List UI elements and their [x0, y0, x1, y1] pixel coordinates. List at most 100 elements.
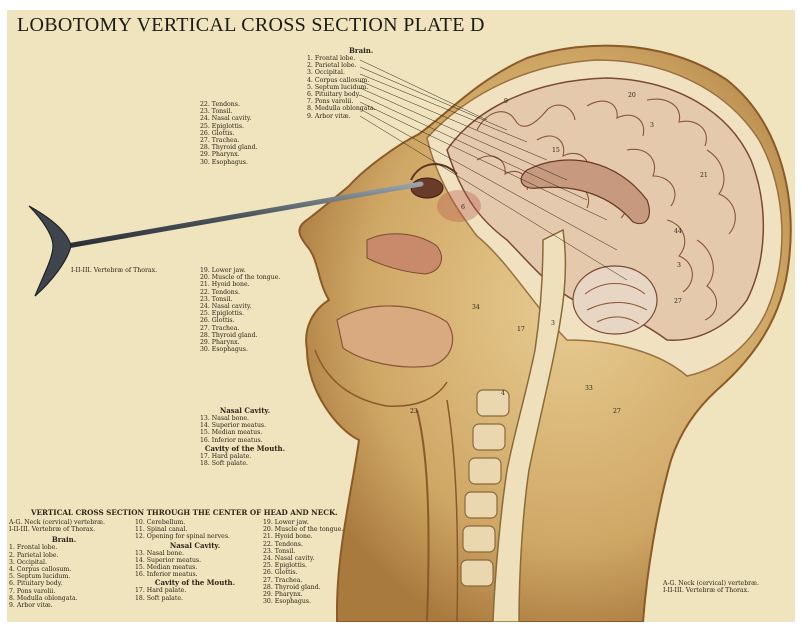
cerebellum: [572, 265, 658, 335]
mouth-header: Cavity of the Mouth.: [154, 578, 236, 588]
brain-legend-item: 4. Corpus callosum.: [307, 76, 370, 84]
bottom-legend-col3: 19. Lower jaw. 20. Muscle of the tongue.…: [263, 519, 383, 605]
legend-item: I-II-III. Vertebræ of Thorax.: [663, 587, 750, 595]
legend-item: A-G. Neck (cervical) vertebræ.: [663, 580, 759, 587]
label-number: 44: [674, 228, 682, 235]
legend-item: 29. Pharynx.: [263, 591, 303, 599]
structure-item: 24. Nasal cavity.: [200, 115, 252, 123]
brain-legend-item: 8. Medulla oblongata.: [307, 105, 376, 113]
nasal-cavity-legend: Nasal Cavity. 13. Nasal bone. 14. Superi…: [200, 406, 290, 467]
mouth-item: 18. Soft palate.: [200, 460, 248, 468]
legend-item: 4. Corpus callosum.: [9, 566, 72, 574]
brain: [446, 77, 765, 341]
legend-item: 22. Tendons.: [263, 540, 303, 548]
structure-item: 20. Muscle of the tongue.: [200, 274, 281, 282]
legend-item: 12. Opening for spinal nerves.: [135, 533, 230, 541]
structure-item: 29. Pharynx.: [200, 339, 240, 347]
corpus-callosum: [520, 159, 650, 225]
label-number: 33: [585, 385, 593, 392]
mouth-item: 17. Hard palate.: [200, 452, 252, 460]
legend-item: 6. Pituitary body.: [9, 580, 63, 588]
legend-item: 17. Hard palate.: [135, 587, 187, 595]
vertebrae: [460, 389, 510, 587]
structure-item: 23. Tonsil.: [200, 108, 233, 116]
legend-item: I-II-III. Vertebræ of Thorax.: [9, 526, 96, 534]
label-number: 6: [461, 204, 465, 211]
nasal-item: 16. Inferior meatus.: [200, 436, 263, 444]
structure-item: 22. Tendons.: [200, 288, 240, 296]
structure-item: 25. Epiglottis.: [200, 310, 245, 318]
label-number: 20: [628, 92, 636, 99]
jaw: [314, 349, 448, 407]
label-number: 3: [677, 262, 681, 269]
legend-item: 28. Thyroid gland.: [263, 583, 321, 591]
brain-header: Brain.: [51, 535, 77, 545]
structure-item: 29. Pharynx.: [200, 151, 240, 159]
structure-item: 28. Thyroid gland.: [200, 144, 258, 152]
mouth-cavity-header: Cavity of the Mouth.: [204, 443, 286, 453]
nasal-item: 14. Superior meatus.: [200, 422, 267, 430]
brain-legend-item: 5. Septum lucidum.: [307, 83, 369, 91]
eye: [410, 177, 444, 199]
legend-item: 21. Hyoid bone.: [263, 533, 313, 541]
legend-item: 8. Medulla oblongata.: [9, 594, 78, 602]
structure-item: 22. Tendons.: [200, 101, 240, 108]
head-cross-section-illustration: [28, 44, 792, 622]
label-number: 34: [472, 304, 480, 311]
legend-item: 14. Superior meatus.: [135, 556, 202, 564]
legend-item: 3. Occipital.: [9, 558, 47, 566]
label-number: 3: [551, 320, 555, 327]
upper-structure-list: 22. Tendons. 23. Tonsil. 24. Nasal cavit…: [200, 101, 258, 166]
orbitoclast-instrument: [28, 181, 424, 297]
structure-item: 30. Esophagus.: [200, 346, 248, 354]
legend-item: 10. Cerebellum.: [135, 519, 186, 526]
label-number: 23: [410, 408, 418, 415]
structure-item: 21. Hyoid bone.: [200, 281, 250, 289]
label-number: 27: [613, 408, 621, 415]
legend-item: 19. Lower jaw.: [263, 519, 309, 526]
legend-item: 1. Frontal lobe.: [9, 544, 58, 552]
legend-item: 24. Nasal cavity.: [263, 555, 315, 563]
tongue: [336, 305, 454, 368]
bottom-legend-col1: A-G. Neck (cervical) vertebræ. I-II-III.…: [9, 519, 119, 609]
brain-legend-item: 1. Frontal lobe.: [307, 55, 356, 62]
structure-item: 24. Nasal cavity.: [200, 303, 252, 311]
brain-legend-header: Brain.: [349, 46, 374, 55]
nasal-header: Nasal Cavity.: [169, 540, 221, 550]
label-number: 15: [552, 147, 560, 154]
nasal-cavity: [366, 233, 442, 275]
label-number: 21: [700, 172, 708, 179]
structure-item: 30. Esophagus.: [200, 158, 248, 166]
section-caption: VERTICAL CROSS SECTION THROUGH THE CENTE…: [31, 508, 338, 517]
legend-item: 26. Glottis.: [263, 569, 298, 577]
structure-item: 27. Trachea.: [200, 137, 240, 145]
legend-item: 7. Pons varolii.: [9, 587, 56, 595]
legend-item: 18. Soft palate.: [135, 594, 183, 602]
legend-item: 9. Arbor vitæ.: [9, 602, 53, 610]
legend-item: 11. Spinal canal.: [135, 526, 188, 534]
label-number: 17: [517, 326, 525, 333]
brain-legend-item: 9. Arbor vitæ.: [307, 112, 351, 120]
label-number: 9: [504, 98, 508, 105]
leader-lines: [359, 59, 628, 281]
structure-item: 25. Epiglottis.: [200, 122, 245, 130]
bottom-right-legend: A-G. Neck (cervical) vertebræ. I-II-III.…: [663, 580, 759, 594]
structure-item: 26. Glottis.: [200, 129, 235, 137]
structure-item: 27. Trachea.: [200, 324, 240, 332]
structure-item: 28. Thyroid gland.: [200, 331, 258, 339]
thorax-label: I-II-III. Vertebræ of Thorax.: [71, 267, 158, 274]
legend-item: 23. Tonsil.: [263, 547, 296, 555]
legend-item: 27. Trachea.: [263, 576, 303, 584]
brain-legend-item: 7. Pons varolii.: [307, 98, 354, 106]
structure-item: 26. Glottis.: [200, 317, 235, 325]
legend-item: 25. Epiglottis.: [263, 562, 308, 570]
legend-item: 2. Parietal lobe.: [9, 551, 59, 559]
label-number: 4: [501, 390, 505, 397]
legend-item: A-G. Neck (cervical) vertebræ.: [9, 519, 105, 526]
brain-legend-item: 3. Occipital.: [307, 69, 345, 77]
label-number: 3: [650, 122, 654, 129]
nasal-cavity-header: Nasal Cavity.: [219, 406, 271, 415]
legend-item: 30. Esophagus.: [263, 598, 311, 606]
brain-legend-item: 2. Parietal lobe.: [307, 62, 357, 70]
bottom-legend-col2: 10. Cerebellum. 11. Spinal canal. 12. Op…: [135, 519, 255, 602]
